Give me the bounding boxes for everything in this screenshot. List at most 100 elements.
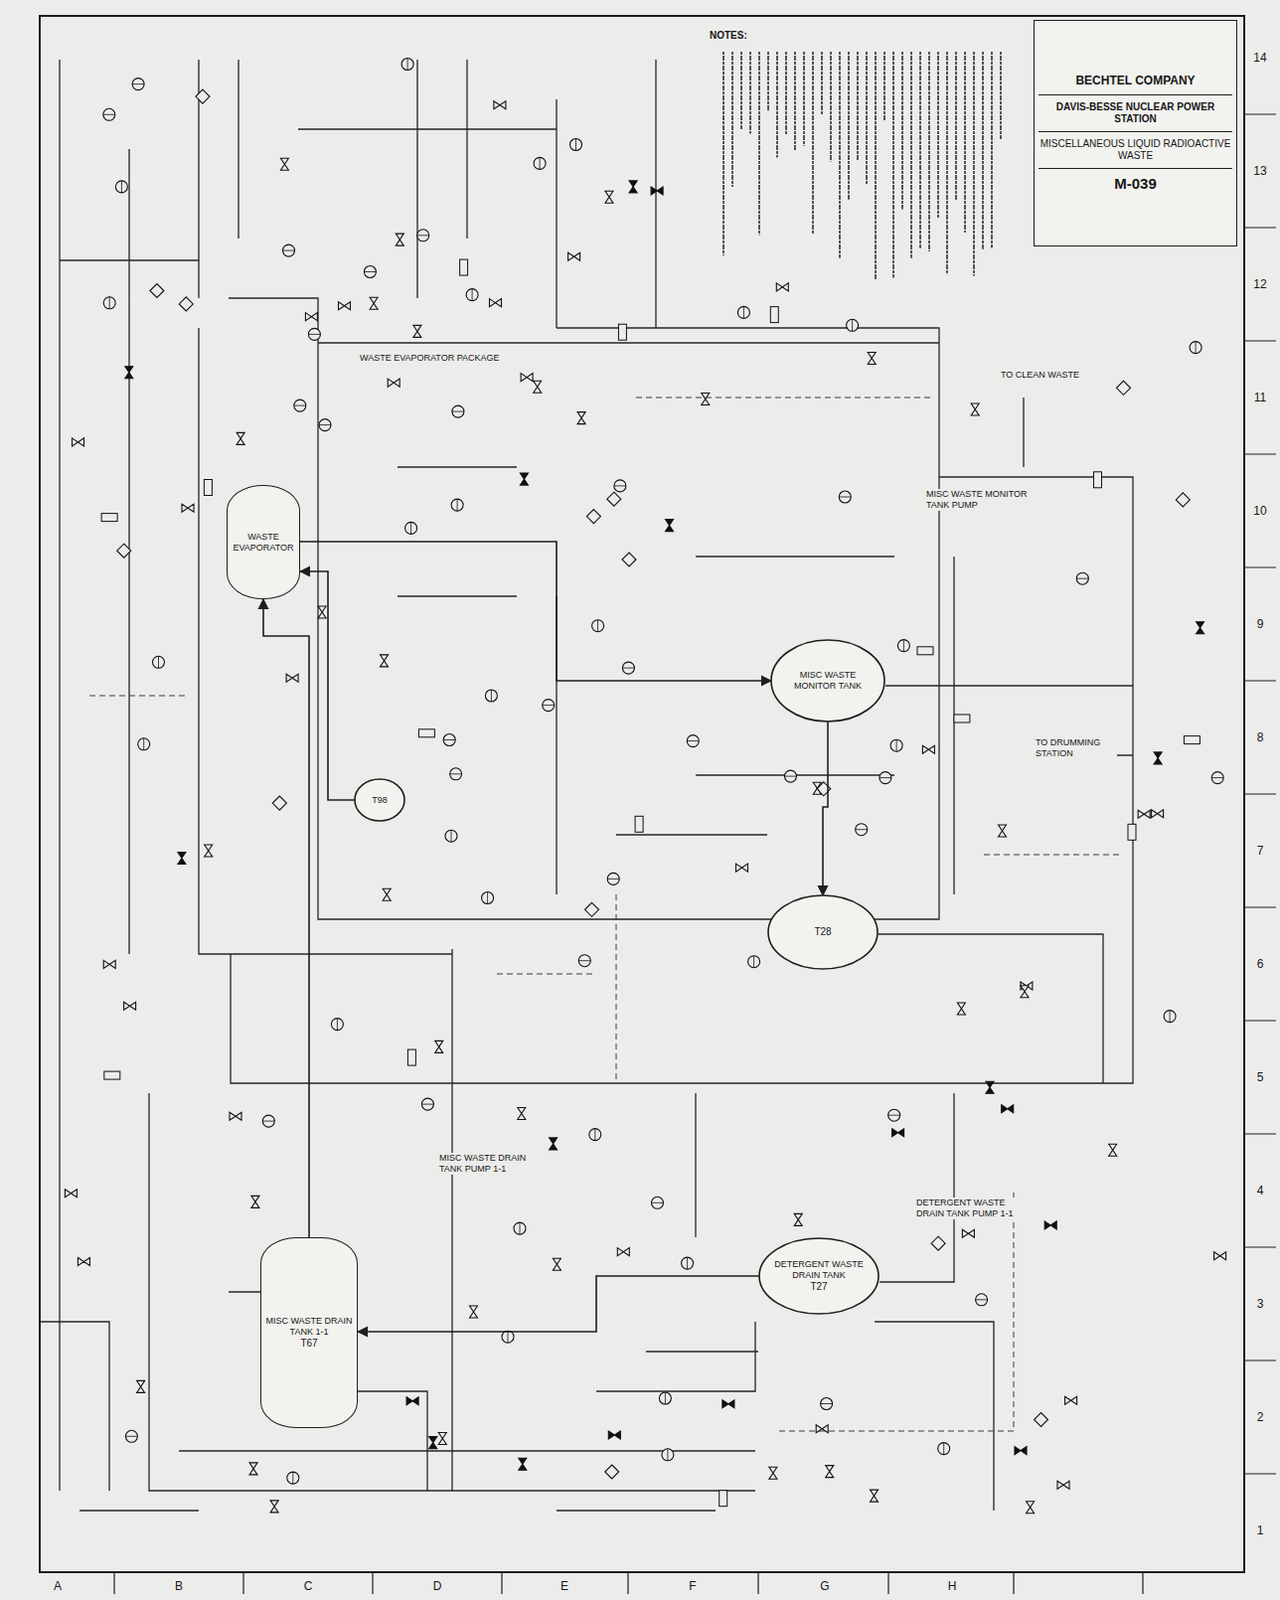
symbol: [815, 1425, 828, 1434]
symbol: [382, 888, 391, 901]
instrument-bubble: [450, 768, 463, 781]
instrument-bubble: [838, 490, 851, 503]
valve-symbol: [270, 1500, 279, 1513]
instrument-diamond: [585, 902, 600, 917]
symbol: [870, 1489, 879, 1502]
valve-symbol: [519, 473, 528, 485]
note-text-stroke: [990, 51, 993, 249]
instrument-bubble: [443, 734, 456, 747]
grid-reference: 13: [1251, 163, 1269, 178]
symbol: [589, 1128, 602, 1141]
symbol: [262, 1115, 275, 1127]
instrument-bubble: [888, 1109, 901, 1121]
symbol: [736, 863, 749, 872]
symbol: [608, 1431, 621, 1440]
symbol: [622, 661, 635, 674]
callout-label: WASTE EVAPORATOR PACKAGE: [357, 352, 502, 364]
node-text-group: T28: [782, 926, 865, 939]
symbol: [466, 289, 479, 302]
tag-box: [203, 480, 212, 496]
valve-symbol: [1026, 1501, 1035, 1514]
instrument-bubble: [330, 1018, 343, 1031]
valve-symbol: [608, 1431, 621, 1440]
tag-box: [635, 815, 643, 832]
grid-reference: 14: [1251, 50, 1269, 65]
symbol: [570, 139, 583, 152]
node-text: BECHTEL COMPANY: [1038, 73, 1233, 88]
instrument-bubble: [103, 297, 116, 310]
instrument-bubble: [262, 1115, 275, 1127]
symbol: [489, 299, 502, 308]
instrument-bubble: [1189, 341, 1202, 354]
note-text-stroke: [910, 51, 913, 259]
tag-box: [618, 323, 627, 340]
instrument-bubble: [484, 689, 497, 702]
symbol: [533, 380, 542, 393]
instrument-diamond: [607, 491, 622, 506]
note-text-stroke: [785, 51, 788, 135]
valve-symbol: [204, 844, 213, 857]
symbol: [592, 620, 605, 633]
symbol: [195, 89, 210, 104]
symbol: [305, 313, 318, 321]
note-text-stroke: [972, 51, 975, 277]
node-text: MISC WASTE MONITOR TANK: [785, 669, 871, 692]
node-text-group: DETERGENT WASTE DRAIN TANKT27: [774, 1259, 864, 1293]
valve-symbol: [286, 673, 299, 682]
instrument-bubble: [589, 1128, 602, 1141]
symbol: [286, 673, 299, 682]
instrument-bubble: [622, 661, 635, 674]
instrument-bubble: [445, 829, 458, 842]
instrument-divider: [452, 411, 465, 413]
symbol: [517, 1108, 526, 1120]
grid-reference: 7: [1255, 843, 1267, 858]
symbol: [650, 186, 663, 195]
instrument-bubble: [570, 139, 583, 152]
symbol: [204, 844, 213, 857]
instrument-bubble: [578, 955, 591, 967]
instrument-bubble: [421, 1098, 434, 1111]
symbol: [1065, 1396, 1078, 1405]
symbol: [552, 1258, 561, 1271]
instrument-divider: [109, 297, 111, 310]
node-text: WASTE EVAPORATOR: [231, 531, 296, 554]
valve-symbol: [870, 1489, 879, 1502]
symbol: [1196, 622, 1205, 635]
valve-symbol: [665, 519, 674, 532]
note-text-stroke: [802, 51, 805, 147]
symbol: [719, 1490, 728, 1507]
symbol: [203, 480, 212, 496]
instrument-divider: [443, 739, 456, 741]
valve-symbol: [369, 297, 378, 310]
instrument-bubble: [283, 244, 296, 257]
valve-symbol: [280, 158, 289, 170]
node-text-group: T98: [360, 795, 399, 806]
symbol: [283, 244, 296, 257]
symbol: [518, 1457, 527, 1470]
symbol: [970, 403, 979, 416]
symbol: [879, 772, 892, 785]
symbol: [748, 956, 761, 968]
symbol: [578, 955, 591, 967]
symbol: [722, 1400, 735, 1409]
valve-symbol: [338, 302, 351, 311]
callout-label: TO DRUMMING STATION: [1033, 737, 1118, 760]
valve-symbol: [1151, 809, 1164, 818]
instrument-divider: [686, 1257, 688, 1270]
valve-symbol: [125, 366, 134, 379]
symbol: [1020, 985, 1029, 998]
symbol: [577, 412, 586, 425]
instrument-divider: [262, 1120, 275, 1122]
valve-symbol: [812, 782, 821, 795]
symbol: [520, 373, 533, 382]
note-text-stroke: [731, 51, 734, 187]
valve-symbol: [470, 1305, 479, 1318]
detergent-tank: DETERGENT WASTE DRAIN TANKT27: [758, 1237, 880, 1315]
symbol: [103, 108, 116, 121]
symbol: [1034, 1413, 1049, 1428]
symbol: [975, 1293, 988, 1306]
note-text-stroke: [749, 51, 752, 134]
symbol: [794, 1213, 802, 1226]
valve-symbol: [124, 1001, 137, 1010]
symbol: [737, 306, 750, 319]
